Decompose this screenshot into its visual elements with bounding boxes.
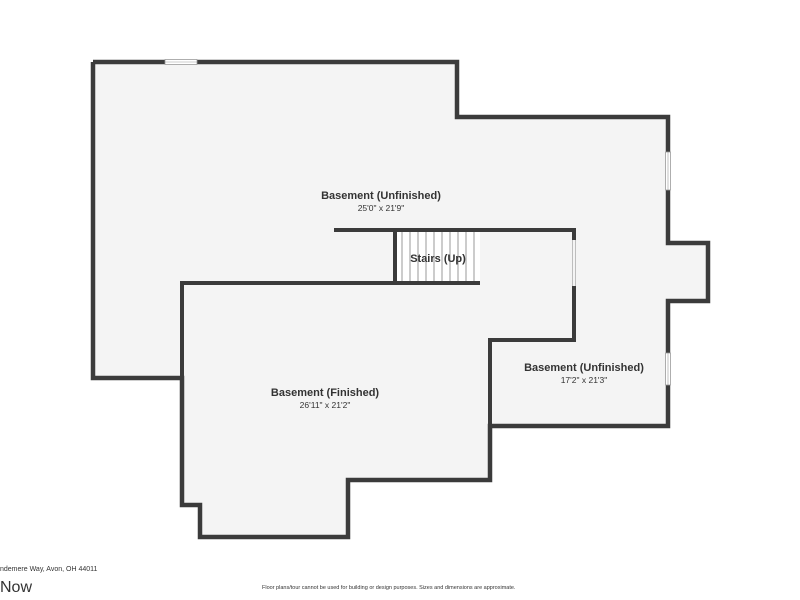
interior-wall-finished (180, 281, 395, 378)
brand-logo: Now (0, 579, 33, 596)
doorway (571, 240, 577, 286)
disclaimer-text: Floor plans/tour cannot be used for buil… (262, 585, 516, 591)
room-name-basement-unfinished-main: Basement (Unfinished) (321, 190, 441, 202)
stairs (393, 230, 480, 285)
window-right-upper (665, 151, 671, 191)
window-top (164, 59, 198, 65)
room-name-basement-unfinished-side: Basement (Unfinished) (524, 362, 644, 374)
room-name-basement-finished: Basement (Finished) (271, 387, 380, 399)
room-name-stairs: Stairs (Up) (410, 253, 466, 265)
room-dimensions-basement-unfinished-side: 17'2" x 21'3" (561, 375, 608, 385)
room-dimensions-basement-unfinished-main: 25'0" x 21'9" (358, 203, 405, 213)
window-right-lower (665, 352, 671, 386)
room-dimensions-basement-finished: 26'11" x 21'2" (300, 400, 351, 410)
property-address: ndemere Way, Avon, OH 44011 (0, 566, 98, 573)
floor-basement-unfinished (93, 62, 708, 537)
interior-wall-corridor (334, 228, 576, 426)
